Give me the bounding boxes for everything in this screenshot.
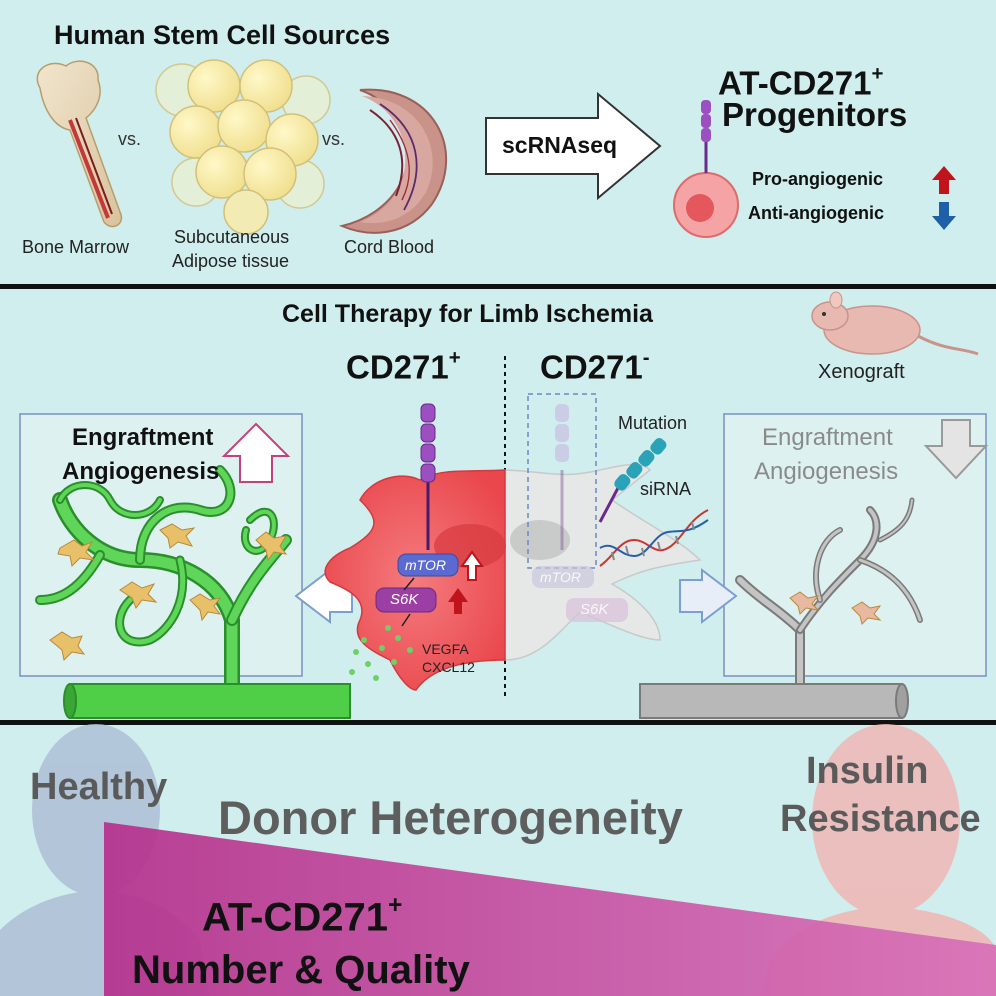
xenograft-label: Xenograft: [818, 361, 905, 383]
bone-marrow-illustration: [36, 60, 123, 228]
therapy-title: Cell Therapy for Limb Ischemia: [282, 300, 653, 328]
adipose-label-2: Adipose tissue: [172, 251, 290, 271]
at-cd271-wedge-text: AT-CD271: [202, 895, 388, 940]
mtor-pill-left: [397, 553, 459, 577]
angiogenesis-right-label: Angiogenesis: [754, 458, 899, 485]
green-vessel-network: [35, 465, 292, 694]
cord-blood-label: Cord Blood: [344, 237, 435, 257]
cd271-positive-text: CD271: [346, 348, 449, 386]
at-cd271-wedge-sup: +: [387, 892, 403, 919]
anti-angiogenic-label: Anti-angiogenic: [748, 203, 884, 223]
pro-angiogenic-up-arrow: [932, 166, 956, 194]
engrafted-cells: [49, 523, 288, 662]
signal-arrow-secretion: [401, 613, 411, 627]
progenitor-title-text: AT-CD271: [718, 64, 872, 102]
angiogenesis-left-label: Angiogenesis: [62, 458, 220, 485]
sirna-helix: [599, 509, 709, 567]
mtor-pill-right: [532, 566, 594, 588]
secreted-factors: [349, 625, 413, 681]
panel-divider-top: [0, 284, 996, 289]
sirna-label: siRNA: [640, 479, 692, 499]
vegfa-label: VEGFA: [422, 641, 469, 657]
resistance-label: Resistance: [780, 798, 981, 840]
scrnaseq-arrow: [485, 91, 662, 201]
cd271-positive-cell: [324, 469, 506, 691]
engraftment-down-arrow: [923, 419, 989, 480]
insulin-label: Insulin: [806, 750, 929, 792]
mutated-receptor: [598, 438, 667, 523]
signal-arrow-mtor-s6k: [403, 577, 415, 591]
gray-vessel-tube: [639, 683, 909, 719]
progenitor-title-line1: AT-CD271+: [718, 62, 884, 102]
mtor-left-label: mTOR: [405, 557, 446, 573]
at-cd271-wedge-label: AT-CD271+: [202, 892, 403, 940]
vs-label-2: vs.: [322, 129, 346, 149]
anti-angiogenic-down-arrow: [932, 202, 956, 230]
progenitor-cell: [673, 100, 739, 238]
s6k-pill-right: [566, 598, 628, 622]
healthy-label: Healthy: [30, 766, 168, 808]
progenitor-title-line2: Progenitors: [722, 96, 908, 133]
vs-label-1: vs.: [118, 129, 142, 149]
cxcl12-label: CXCL12: [422, 659, 475, 675]
cd271-receptor: [420, 403, 436, 550]
engraftment-up-arrow: [221, 422, 291, 483]
number-quality-label: Number & Quality: [132, 948, 470, 992]
mutation-label: Mutation: [618, 413, 688, 433]
donor-heterogeneity-label: Donor Heterogeneity: [218, 791, 683, 844]
cd271-positive-sup: +: [448, 346, 461, 369]
adipose-tissue-illustration: [155, 59, 331, 235]
panel-divider-bottom: [0, 720, 996, 725]
cd271-negative-label: CD271-: [540, 346, 650, 386]
right-pointer-arrow: [679, 567, 738, 625]
cd271-negative-sup: -: [642, 346, 650, 369]
cd271-negative-receptor: [555, 404, 569, 550]
cord-blood-illustration: [338, 88, 448, 234]
cd271-negative-dashed-box: [527, 393, 597, 569]
engraftment-left-label: Engraftment: [72, 424, 214, 451]
sources-title: Human Stem Cell Sources: [54, 20, 391, 50]
s6k-left-label: S6K: [390, 591, 419, 608]
bone-marrow-label: Bone Marrow: [22, 237, 130, 257]
mtor-up-arrow: [460, 550, 484, 581]
number-quality-wedge: [104, 822, 996, 996]
mouse-icon: [811, 291, 979, 356]
progenitor-title-sup: +: [871, 62, 884, 85]
cd271-negative-text: CD271: [540, 348, 643, 386]
adipose-label-1: Subcutaneous: [174, 227, 290, 247]
green-vessel-tube: [63, 683, 351, 719]
pro-angiogenic-label: Pro-angiogenic: [752, 169, 884, 189]
engraftment-right-label: Engraftment: [762, 424, 893, 451]
cd271-positive-label: CD271+: [346, 346, 461, 386]
scrnaseq-label: scRNAseq: [502, 132, 618, 158]
s6k-right-label: S6K: [580, 601, 609, 618]
mtor-right-label: mTOR: [540, 569, 581, 585]
sparse-cells: [789, 591, 882, 625]
s6k-up-arrow: [448, 588, 468, 614]
